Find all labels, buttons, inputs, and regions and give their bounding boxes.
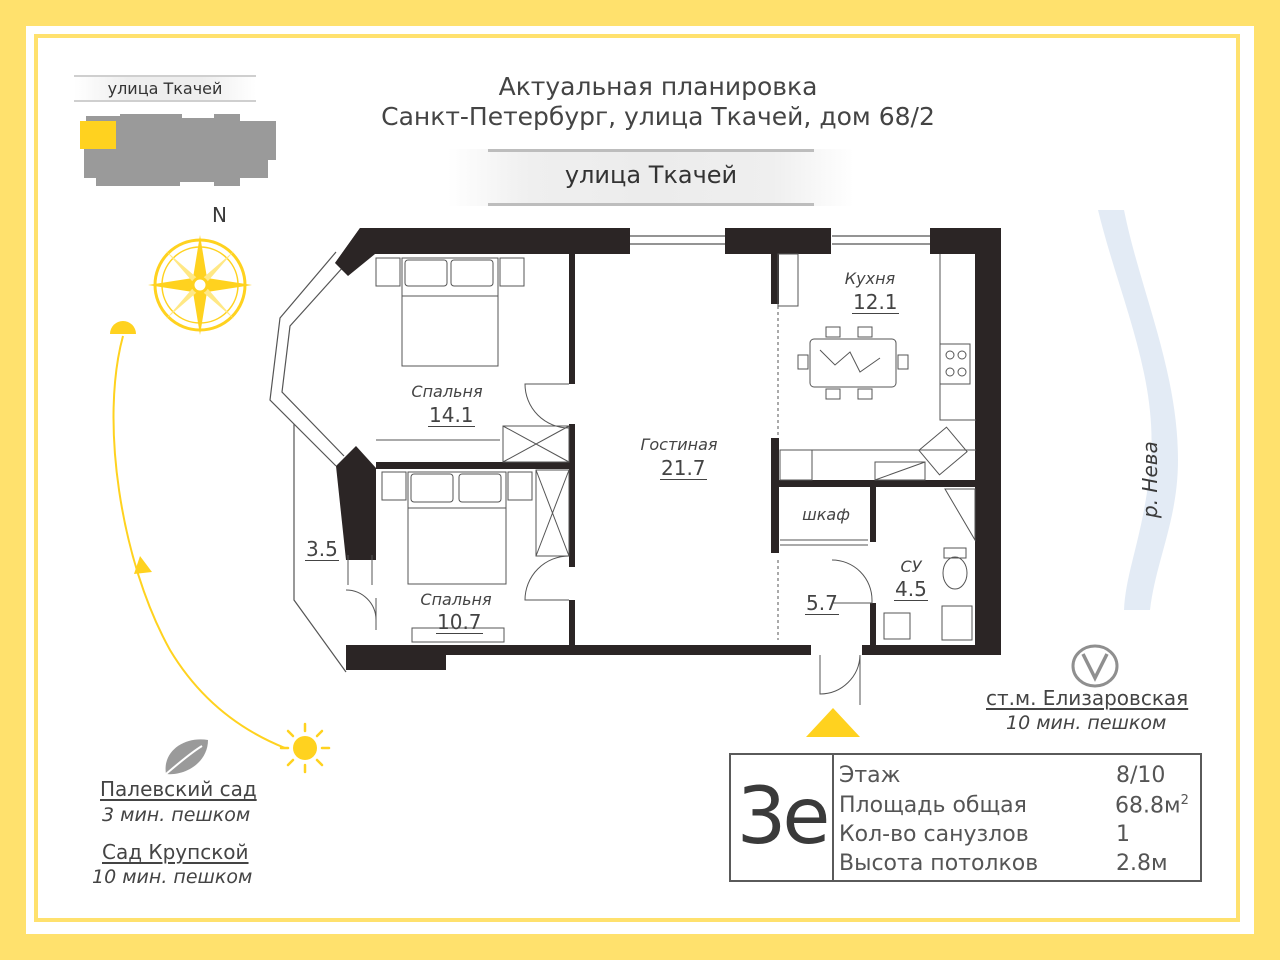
page-title: Актуальная планировка: [498, 72, 818, 101]
bed-icon: [375, 257, 525, 367]
compass-rose-icon: [148, 235, 252, 335]
apartment-info-table: 3е Этаж 8/10 Площадь общая 68.8м2 Кол-во…: [729, 753, 1202, 882]
park1-name: Палевский сад: [100, 777, 257, 801]
room-bedroom2-area: 10.7: [436, 610, 483, 634]
sun-icon: [279, 722, 331, 774]
bed-icon: [381, 471, 533, 585]
street-banner-label: улица Ткачей: [564, 161, 738, 189]
info-row-label: Кол-во санузлов: [839, 822, 1029, 847]
entrance-arrow-icon: [806, 708, 860, 737]
mini-map-street-label: улица Ткачей: [107, 79, 223, 98]
info-row-value: 68.8м2: [1115, 793, 1189, 818]
room-living-area: 21.7: [660, 456, 707, 480]
room-bedroom1-area: 14.1: [428, 403, 475, 427]
exterior-walls: [335, 228, 1001, 670]
compass-north-label: N: [212, 203, 227, 227]
page-subtitle: Санкт-Петербург, улица Ткачей, дом 68/2: [381, 102, 935, 131]
total-area-value: 68.8м: [1115, 793, 1181, 819]
info-row-label: Этаж: [839, 763, 901, 788]
info-row-label: Площадь общая: [839, 793, 1027, 818]
floor-plan: [269, 228, 1001, 737]
info-row-value: 2.8м: [1116, 851, 1168, 876]
building-footprint-icon: [80, 114, 276, 186]
park1-walk-time: 3 мин. пешком: [102, 804, 251, 826]
leaf-icon: [165, 739, 208, 775]
metro-walk-time: 10 мин. пешком: [1006, 712, 1167, 734]
sun-direction-arrow-icon: [134, 556, 152, 574]
street-banner: улица Ткачей: [448, 149, 854, 206]
apartment-code: 3е: [731, 755, 834, 880]
interior-walls: [376, 254, 977, 645]
room-living-name: Гостиная: [640, 435, 718, 454]
room-kitchen-name: Кухня: [844, 269, 896, 288]
room-closet-name: шкаф: [802, 505, 850, 524]
room-kitchen-area: 12.1: [852, 290, 899, 314]
room-bathroom-name: СУ: [900, 557, 922, 576]
dining-table-icon: [797, 326, 909, 400]
room-balcony-area: 3.5: [305, 537, 339, 561]
sun-path: [110, 321, 286, 749]
river-neva: [1098, 210, 1178, 610]
river-label: р. Нева: [1138, 441, 1162, 518]
metro-station-name: ст.м. Елизаровская: [986, 686, 1189, 710]
room-bedroom1-name: Спальня: [411, 382, 483, 401]
info-row-label: Высота потолков: [839, 851, 1039, 876]
park2-name: Сад Крупской: [102, 840, 249, 864]
info-row-value: 8/10: [1116, 763, 1166, 788]
room-bathroom-area: 4.5: [894, 577, 928, 601]
sunset-icon: [110, 321, 136, 334]
room-hall-area: 5.7: [805, 591, 839, 615]
info-row-value: 1: [1116, 822, 1130, 847]
total-area-unit-sup: 2: [1180, 793, 1189, 808]
mini-map-street: улица Ткачей: [74, 75, 256, 102]
room-bedroom2-name: Спальня: [420, 590, 492, 609]
metro-icon: [1071, 644, 1119, 688]
park2-walk-time: 10 мин. пешком: [92, 866, 253, 888]
